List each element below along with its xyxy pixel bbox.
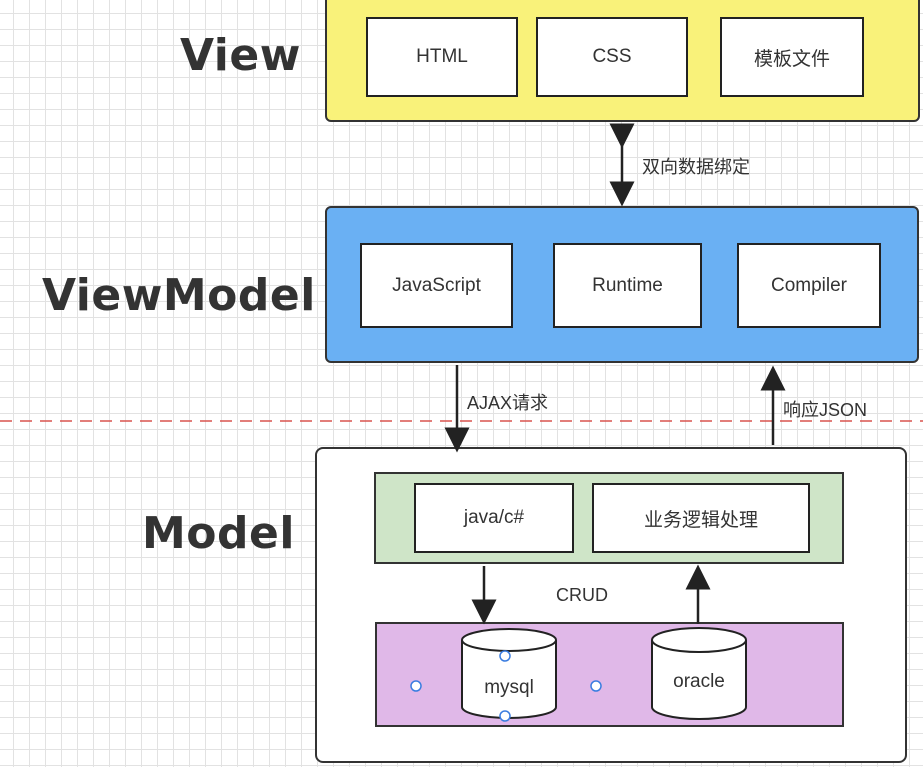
compiler-box[interactable]: Compiler (737, 243, 881, 328)
business-logic-box[interactable]: 业务逻辑处理 (592, 483, 810, 553)
response-json-label: 响应JSON (783, 400, 868, 420)
template-file-box[interactable]: 模板文件 (720, 17, 864, 97)
selection-handles[interactable] (410, 650, 602, 722)
two-way-binding-label: 双向数据绑定 (642, 157, 750, 177)
template-file-box-label: 模板文件 (753, 48, 830, 70)
runtime-box[interactable]: Runtime (553, 243, 702, 328)
selection-handle-top (499, 650, 511, 662)
model-layer-label: Model (142, 508, 295, 559)
database-panel[interactable] (375, 622, 844, 727)
oracle-cylinder[interactable] (651, 627, 747, 720)
selection-handle-bottom (499, 710, 511, 722)
css-box-label: CSS (592, 46, 632, 67)
mysql-label: mysql (484, 677, 534, 698)
html-box[interactable]: HTML (366, 17, 518, 97)
javascript-box-label: JavaScript (392, 274, 481, 296)
view-layer-label: View (180, 30, 301, 81)
html-box-label: HTML (416, 46, 468, 67)
java-csharp-box[interactable]: java/c# (414, 483, 574, 553)
java-csharp-box-label: java/c# (463, 507, 525, 528)
ajax-request-label: AJAX请求 (467, 393, 549, 413)
mysql-cylinder[interactable] (461, 628, 557, 719)
oracle-label: oracle (673, 671, 725, 692)
runtime-box-label: Runtime (592, 274, 663, 296)
compiler-box-label: Compiler (770, 274, 848, 296)
selection-handle-left (410, 680, 422, 692)
css-box[interactable]: CSS (536, 17, 688, 97)
crud-label: CRUD (556, 585, 608, 605)
javascript-box[interactable]: JavaScript (360, 243, 513, 328)
business-logic-box-label: 业务逻辑处理 (643, 509, 758, 531)
viewmodel-layer-label: ViewModel (42, 270, 316, 321)
selection-handle-right (590, 680, 602, 692)
